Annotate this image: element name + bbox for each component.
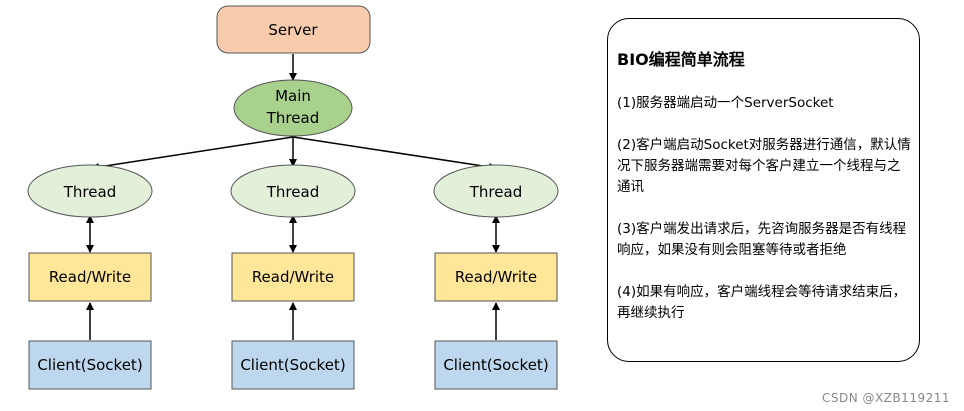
main-thread-node: Main Thread bbox=[233, 79, 353, 137]
main-to-thread-3-arrow bbox=[292, 136, 497, 171]
main-thread-label-line2: Thread bbox=[266, 109, 319, 127]
thread-label-1: Thread bbox=[63, 183, 116, 201]
thread-label-2: Thread bbox=[266, 183, 319, 201]
client-label-1: Client(Socket) bbox=[37, 356, 142, 374]
thread-node-2: Thread bbox=[230, 164, 356, 218]
bio-diagram: Server Main Thread Thread Read/Write Cli… bbox=[27, 5, 559, 390]
client-box-2: Client(Socket) bbox=[231, 340, 355, 390]
server-label: Server bbox=[268, 21, 318, 39]
main-thread-label-line1: Main bbox=[275, 87, 311, 105]
client-box-1: Client(Socket) bbox=[28, 340, 152, 390]
step-1: (1)服务器端启动一个ServerSocket bbox=[617, 95, 834, 111]
thread-node-1: Thread bbox=[27, 164, 153, 218]
read-write-label-1: Read/Write bbox=[49, 268, 131, 286]
read-write-box-3: Read/Write bbox=[434, 252, 558, 302]
main-to-thread-1-arrow bbox=[91, 136, 294, 171]
client-box-3: Client(Socket) bbox=[434, 340, 558, 390]
read-write-box-1: Read/Write bbox=[28, 252, 152, 302]
watermark: CSDN @XZB119211 bbox=[821, 391, 950, 405]
thread-label-3: Thread bbox=[469, 183, 522, 201]
step-2: (2)客户端启动Socket对服务器进行通信，默认情况下服务器端需要对每个客户建… bbox=[617, 137, 911, 195]
thread-node-3: Thread bbox=[433, 164, 559, 218]
step-3: (3)客户端发出请求后，先咨询服务器是否有线程响应，如果没有则会阻塞等待或者拒绝 bbox=[617, 221, 907, 258]
panel-title: BIO编程简单流程 bbox=[617, 50, 745, 69]
server-node: Server bbox=[216, 5, 371, 54]
read-write-label-2: Read/Write bbox=[252, 268, 334, 286]
bio-flow-panel: BIO编程简单流程 (1)服务器端启动一个ServerSocket (2)客户端… bbox=[607, 18, 920, 362]
client-label-2: Client(Socket) bbox=[240, 356, 345, 374]
step-4: (4)如果有响应，客户端线程会等待请求结束后，再继续执行 bbox=[617, 284, 907, 321]
read-write-box-2: Read/Write bbox=[231, 252, 355, 302]
client-label-3: Client(Socket) bbox=[443, 356, 548, 374]
read-write-label-3: Read/Write bbox=[455, 268, 537, 286]
